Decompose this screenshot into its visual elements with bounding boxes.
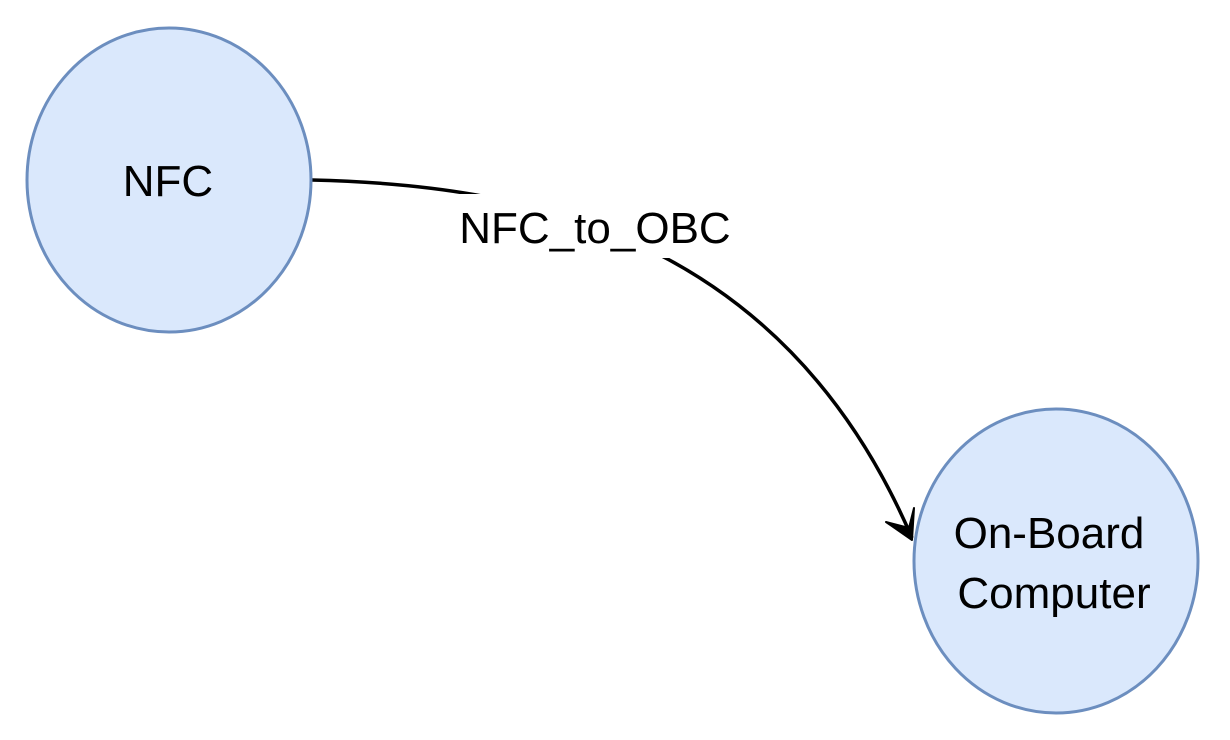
edge-label-background [452,194,742,258]
node-nfc-circle [25,26,313,334]
edge-nfc-to-obc[interactable]: NFC_to_OBC [311,178,915,541]
node-on-board-computer[interactable]: On-Board Computer [912,407,1200,715]
node-nfc[interactable]: NFC [25,26,313,334]
node-obc-label-line2: Computer [957,569,1150,618]
node-obc-circle [912,407,1200,715]
node-obc-label-line1: On-Board [954,509,1145,558]
edge-label: NFC_to_OBC [459,204,730,253]
arrowhead-icon [885,507,915,541]
node-nfc-label: NFC [123,157,213,206]
